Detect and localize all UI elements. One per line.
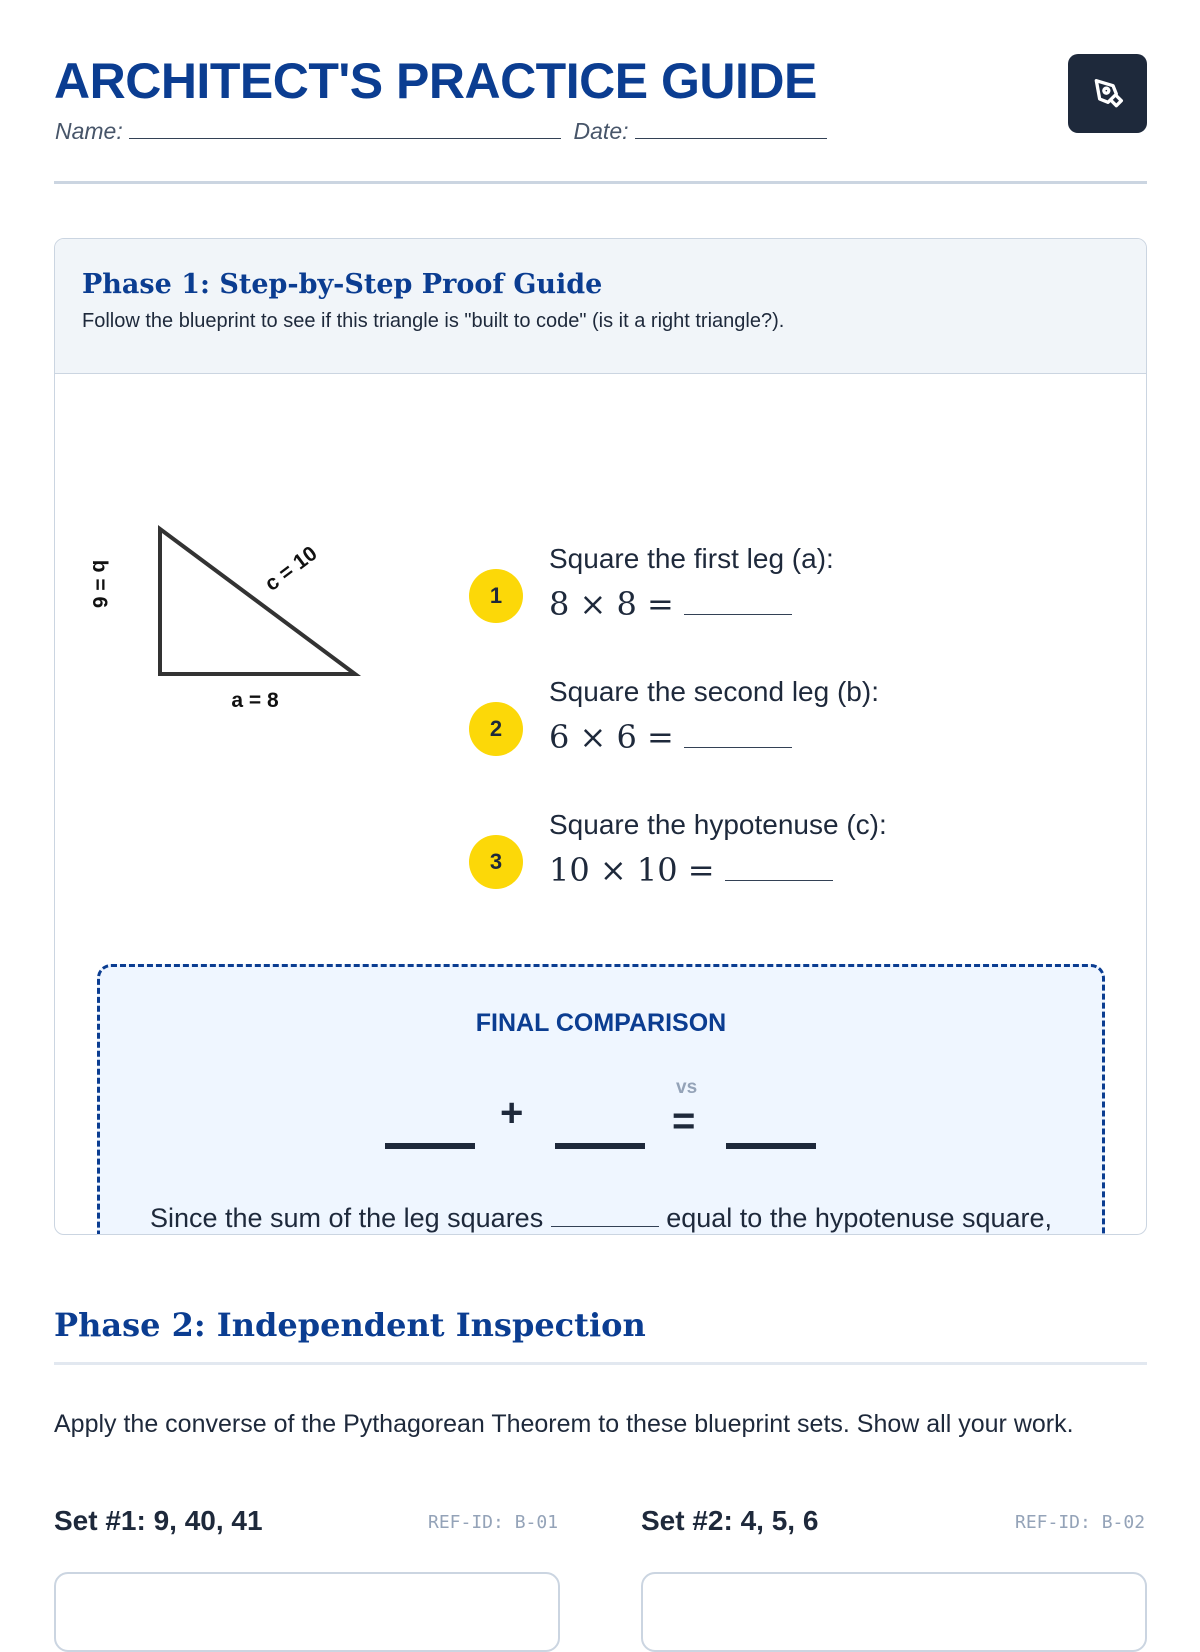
name-label: Name: xyxy=(55,118,123,144)
answer-blank[interactable] xyxy=(724,880,833,881)
hypotenuse-blank[interactable] xyxy=(726,1143,816,1149)
set-2-ref: REF-ID: B-02 xyxy=(1015,1512,1146,1533)
step-expression: 10 × 10 = xyxy=(549,851,833,889)
phase2-title: Phase 2: Independent Inspection xyxy=(54,1306,646,1344)
name-date-line: Name: Date: xyxy=(55,118,827,145)
date-label: Date: xyxy=(573,118,629,144)
answer-blank[interactable] xyxy=(684,747,793,748)
step-expression: 6 × 6 = xyxy=(549,718,793,756)
step-label: Square the second leg (b): xyxy=(549,676,879,707)
set-2-workbox[interactable] xyxy=(641,1572,1147,1652)
final-comparison-title: FINAL COMPARISON xyxy=(475,1009,727,1037)
vs-label: vs xyxy=(676,1077,698,1098)
page-title: ARCHITECT'S PRACTICE GUIDE xyxy=(54,53,817,109)
step-expression: 8 × 8 = xyxy=(549,585,793,623)
label-b: b = 6 xyxy=(88,560,111,608)
phase1-header: Phase 1: Step-by-Step Proof Guide Follow… xyxy=(55,239,1146,374)
triangle-diagram: a = 8 c = 10 b = 6 xyxy=(88,525,362,712)
step-number: 2 xyxy=(469,702,523,756)
plus-sign: + xyxy=(500,1091,524,1135)
label-c: c = 10 xyxy=(261,542,322,596)
set-1-ref: REF-ID: B-01 xyxy=(428,1512,559,1533)
set-1-workbox[interactable] xyxy=(54,1572,560,1652)
phase1-subtitle: Follow the blueprint to see if this tria… xyxy=(82,310,785,332)
sum-blank-1[interactable] xyxy=(385,1143,475,1149)
step-number: 1 xyxy=(469,569,523,623)
phase1-title: Phase 1: Step-by-Step Proof Guide xyxy=(82,269,603,300)
final-comparison-box: FINAL COMPARISON vs + = Since the sum of… xyxy=(97,964,1105,1234)
phase2-divider xyxy=(54,1362,1147,1365)
header-divider xyxy=(54,181,1147,184)
phase1-card: Phase 1: Step-by-Step Proof Guide Follow… xyxy=(54,238,1147,1235)
phase2-instructions: Apply the converse of the Pythagorean Th… xyxy=(54,1410,1074,1438)
triangle-shape xyxy=(158,525,362,676)
step-label: Square the hypotenuse (c): xyxy=(549,809,887,840)
label-a: a = 8 xyxy=(231,689,279,712)
set-2-title: Set #2: 4, 5, 6 xyxy=(641,1505,819,1536)
step-label: Square the first leg (a): xyxy=(549,543,834,574)
equals-sign: = xyxy=(672,1099,696,1143)
set-1-title: Set #1: 9, 40, 41 xyxy=(54,1505,263,1536)
conclusion-blank[interactable] xyxy=(550,1226,659,1227)
conclusion-text: Since the sum of the leg squares equal t… xyxy=(149,1203,1053,1233)
step-number: 3 xyxy=(469,835,523,889)
answer-blank[interactable] xyxy=(684,614,793,615)
sum-blank-2[interactable] xyxy=(555,1143,645,1149)
name-field[interactable] xyxy=(129,138,562,139)
pen-tool-icon xyxy=(1068,54,1147,133)
date-field[interactable] xyxy=(634,138,827,139)
